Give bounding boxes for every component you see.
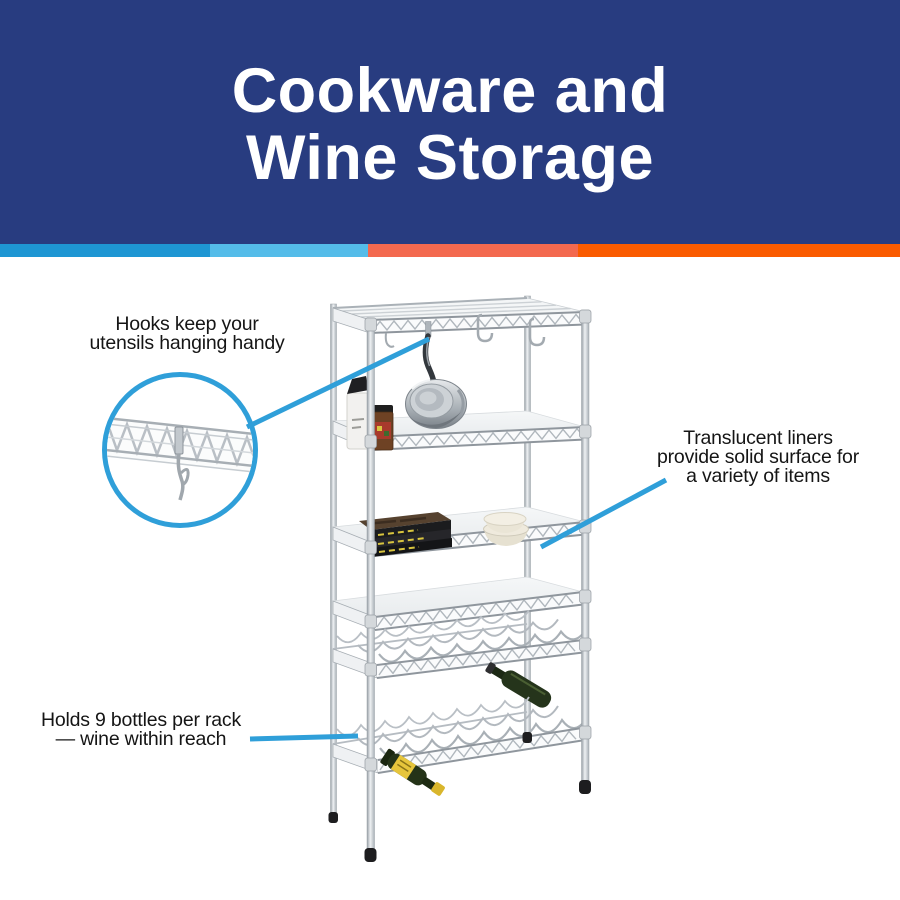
leveling-feet (328, 732, 591, 862)
hanging-saucepan (405, 333, 467, 429)
stripe-segment-salmon (368, 244, 578, 257)
dark-wine-bottle (485, 662, 552, 708)
shelf-4 (332, 576, 584, 631)
annotation-liners-line-1: Translucent liners (683, 427, 833, 449)
page-title-line-2: Wine Storage (246, 123, 654, 193)
stripe-segment-orange (578, 244, 900, 257)
stripe-segment-lightblue (210, 244, 368, 257)
hook-detail-callout (102, 372, 258, 528)
annotation-hooks-line-1: Hooks keep your (115, 313, 259, 335)
hook-detail-icon (107, 416, 253, 501)
shelf-2 (332, 410, 586, 451)
annotation-wine-line-1: Holds 9 bottles per rack (40, 709, 242, 731)
page-title: Cookware and Wine Storage (0, 0, 900, 192)
cookbook-stack (359, 512, 452, 557)
annotation-liners-line-2: provide solid surface for (656, 446, 860, 468)
annotation-hooks-line-2: utensils hanging handy (89, 332, 285, 354)
annotation-wine-line-2: — wine within reach (55, 728, 227, 750)
yellow-label-wine-bottle (380, 748, 445, 796)
annotation-liners-line-3: a variety of items (686, 465, 830, 487)
stacked-bowls (483, 512, 529, 546)
divider-stripe (0, 244, 900, 257)
page-title-line-1: Cookware and (231, 56, 669, 126)
stripe-segment-blue (0, 244, 210, 257)
annotation-liners: Translucent liners provide solid surface… (628, 427, 888, 487)
annotation-wine: Holds 9 bottles per rack — wine within r… (11, 709, 271, 750)
header-banner: Cookware and Wine Storage (0, 0, 900, 244)
annotation-hooks: Hooks keep your utensils hanging handy (57, 313, 317, 354)
post-collars (364, 309, 592, 772)
upper-wine-rack (332, 609, 588, 679)
